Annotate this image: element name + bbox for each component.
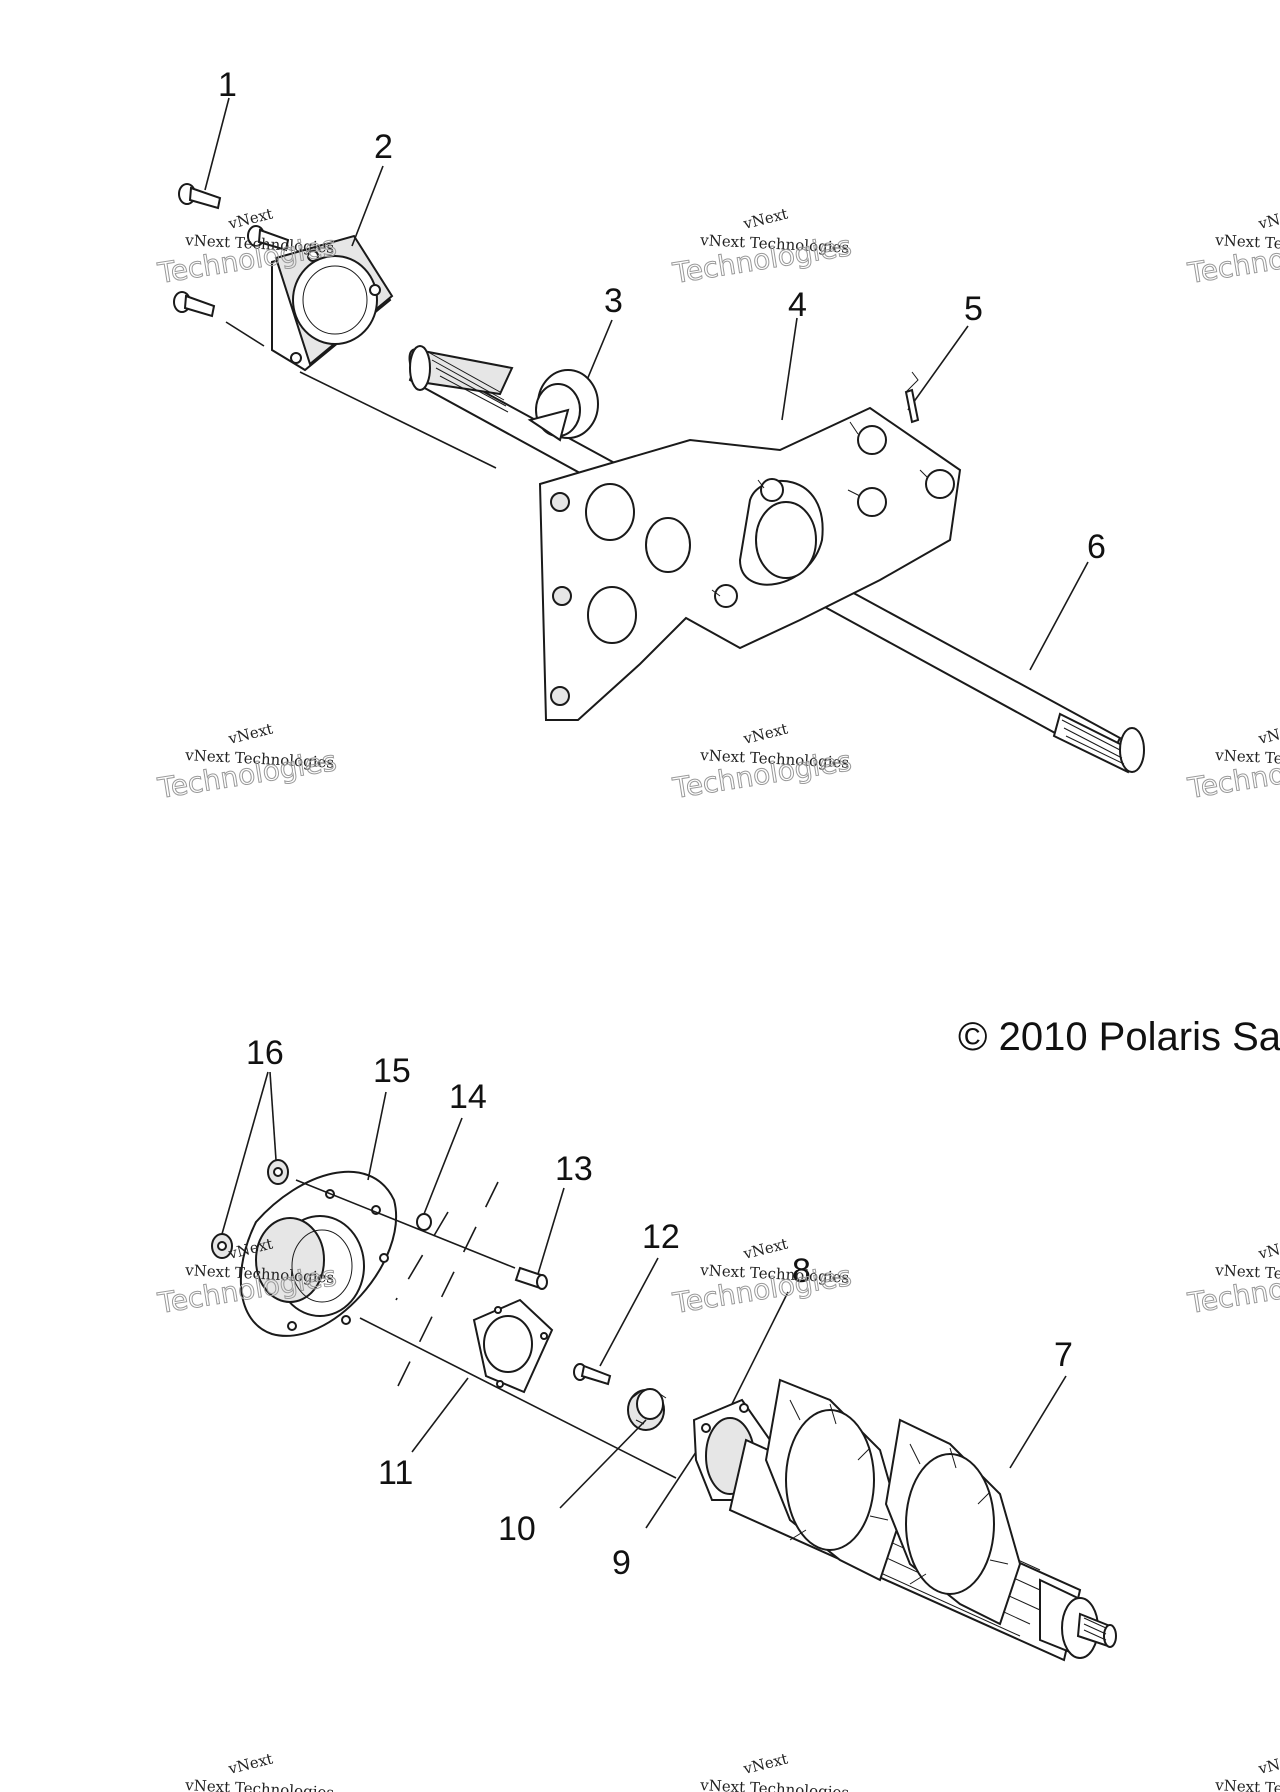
cotter-pin-part-5 <box>904 371 920 424</box>
watermark: vNext vNext Technologies <box>1214 1750 1280 1792</box>
svg-text:vNext: vNext <box>1256 205 1280 234</box>
callout-1: 1 <box>218 66 237 104</box>
watermark: vNext vNext Technologies Technologies <box>669 720 854 806</box>
callout-12: 12 <box>642 1218 680 1256</box>
callout-11: 11 <box>378 1454 413 1492</box>
svg-text:vNext: vNext <box>741 720 790 749</box>
drive-shaft-sprocket-part-7 <box>692 1378 1117 1662</box>
watermark: vNext vNext Technologies Technologies <box>669 1235 854 1321</box>
callout-8: 8 <box>792 1252 811 1290</box>
lower-assembly: 16 15 14 13 12 8 7 11 10 9 <box>211 1034 1117 1662</box>
svg-text:vNext: vNext <box>741 1235 790 1264</box>
watermark: vNext vNext Technologies <box>184 1750 335 1792</box>
bulkhead-bracket-part-4 <box>538 406 962 721</box>
callout-6: 6 <box>1087 528 1106 566</box>
callout-5: 5 <box>964 290 983 328</box>
callout-9: 9 <box>612 1544 631 1582</box>
svg-text:vNext Technologies: vNext Technologies <box>184 1776 335 1792</box>
callout-14: 14 <box>449 1078 487 1116</box>
bearing-part-3 <box>527 369 599 442</box>
callout-4: 4 <box>788 286 807 324</box>
watermark: vNext vNext Technologies Technologies <box>1184 720 1280 806</box>
flange-part-11 <box>472 1298 554 1394</box>
callout-3: 3 <box>604 282 623 320</box>
callout-13: 13 <box>555 1150 593 1188</box>
washer-part-14 <box>416 1213 432 1231</box>
svg-text:vNext: vNext <box>1256 720 1280 749</box>
callout-10: 10 <box>498 1510 536 1548</box>
callout-15: 15 <box>373 1052 411 1090</box>
gear-part-10 <box>627 1388 667 1431</box>
watermark: vNext vNext Technologies Technologies <box>1184 205 1280 291</box>
bolt-part-12 <box>573 1363 612 1386</box>
housing-part-15 <box>239 1170 397 1337</box>
dowel-pin-part-13 <box>514 1266 548 1290</box>
svg-text:vNext: vNext <box>741 205 790 234</box>
copyright-notice: © 2010 Polaris Sal <box>958 1015 1280 1059</box>
svg-text:vNext Technologies: vNext Technologies <box>1214 1776 1280 1792</box>
svg-text:vNext: vNext <box>741 1750 790 1779</box>
svg-text:vNext: vNext <box>226 1750 275 1779</box>
svg-text:vNext: vNext <box>1256 1750 1280 1779</box>
watermark: vNext vNext Technologies Technologies <box>669 205 854 291</box>
bearing-flange-part-2 <box>271 234 394 372</box>
watermark: vNext vNext Technologies <box>699 1750 850 1792</box>
callout-16: 16 <box>246 1034 284 1072</box>
nut-part-16 <box>211 1159 289 1259</box>
svg-text:vNext: vNext <box>1256 1235 1280 1264</box>
bolt-part-1 <box>173 183 290 318</box>
upper-assembly: 1 2 3 4 5 6 <box>173 66 1145 774</box>
callout-2: 2 <box>374 128 393 166</box>
svg-text:vNext: vNext <box>226 720 275 749</box>
callout-7: 7 <box>1054 1336 1073 1374</box>
svg-text:vNext Technologies: vNext Technologies <box>699 1776 850 1792</box>
watermark: vNext vNext Technologies Technologies <box>154 720 339 806</box>
watermark: vNext vNext Technologies Technologies <box>1184 1235 1280 1321</box>
